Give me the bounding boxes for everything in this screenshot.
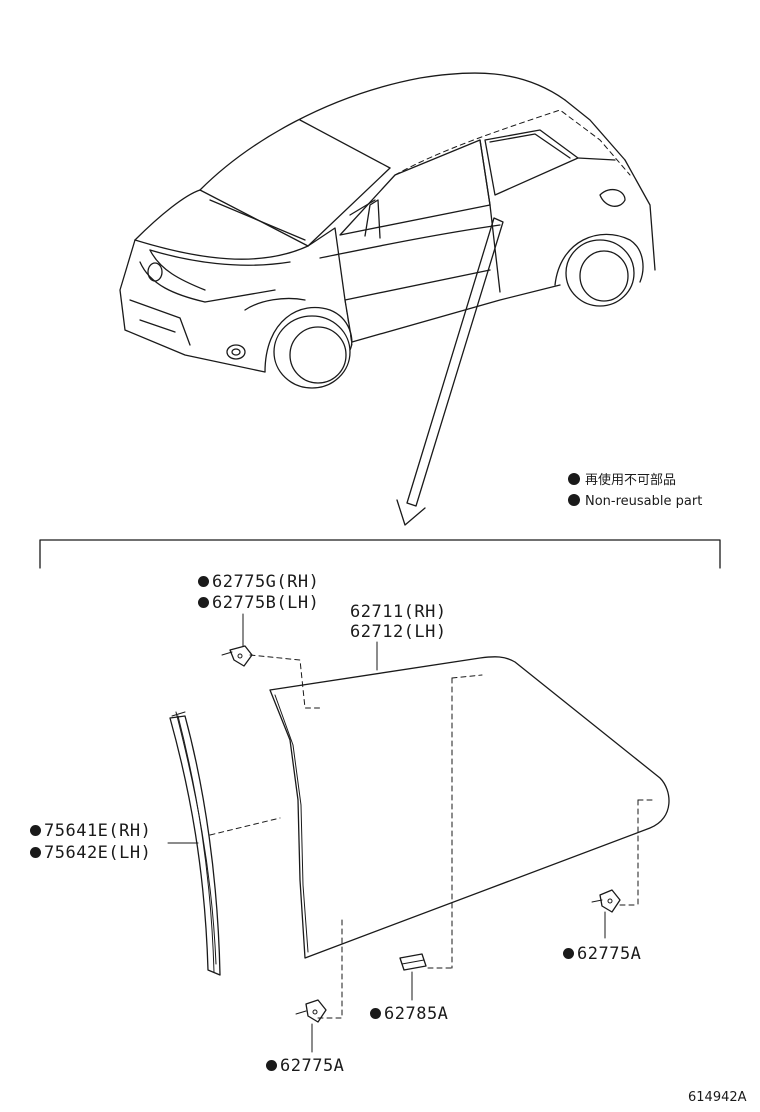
non-reusable-dot-icon	[30, 847, 41, 858]
label-glass-rh: 62711(RH)	[350, 602, 447, 622]
legend-jp: 再使用不可部品	[568, 473, 676, 489]
reference-number: 614942A	[688, 1090, 747, 1105]
non-reusable-dot-icon	[30, 825, 41, 836]
legend-en: Non-reusable part	[568, 494, 702, 510]
non-reusable-dot-icon	[198, 597, 209, 608]
non-reusable-dot-icon	[198, 576, 209, 587]
label-spacer: 62785A	[370, 1004, 448, 1024]
clip-upper-part	[221, 645, 253, 667]
non-reusable-dot-icon	[568, 473, 580, 485]
legend-jp-text: 再使用不可部品	[585, 473, 677, 488]
weatherstrip-part	[169, 711, 221, 976]
clip-bottom-part	[295, 999, 327, 1023]
clip-right-part	[591, 889, 621, 913]
label-clip-bottom: 62775A	[266, 1056, 344, 1076]
label-weatherstrip-rh: 75641E(RH)	[30, 821, 151, 841]
label-clip-upper-rh: 62775G(RH)	[198, 572, 319, 592]
spacer-part	[399, 953, 427, 971]
label-clip-right: 62775A	[563, 944, 641, 964]
quarter-glass	[209, 654, 670, 1019]
non-reusable-dot-icon	[266, 1060, 277, 1071]
non-reusable-dot-icon	[370, 1008, 381, 1019]
label-weatherstrip-lh: 75642E(LH)	[30, 843, 151, 863]
non-reusable-dot-icon	[568, 494, 580, 506]
car-illustration	[119, 72, 656, 389]
non-reusable-dot-icon	[563, 948, 574, 959]
leader-arrow	[396, 217, 504, 526]
label-clip-upper-lh: 62775B(LH)	[198, 593, 319, 613]
legend-en-text: Non-reusable part	[585, 494, 703, 509]
label-glass-lh: 62712(LH)	[350, 622, 447, 642]
frame-bracket	[39, 539, 721, 569]
